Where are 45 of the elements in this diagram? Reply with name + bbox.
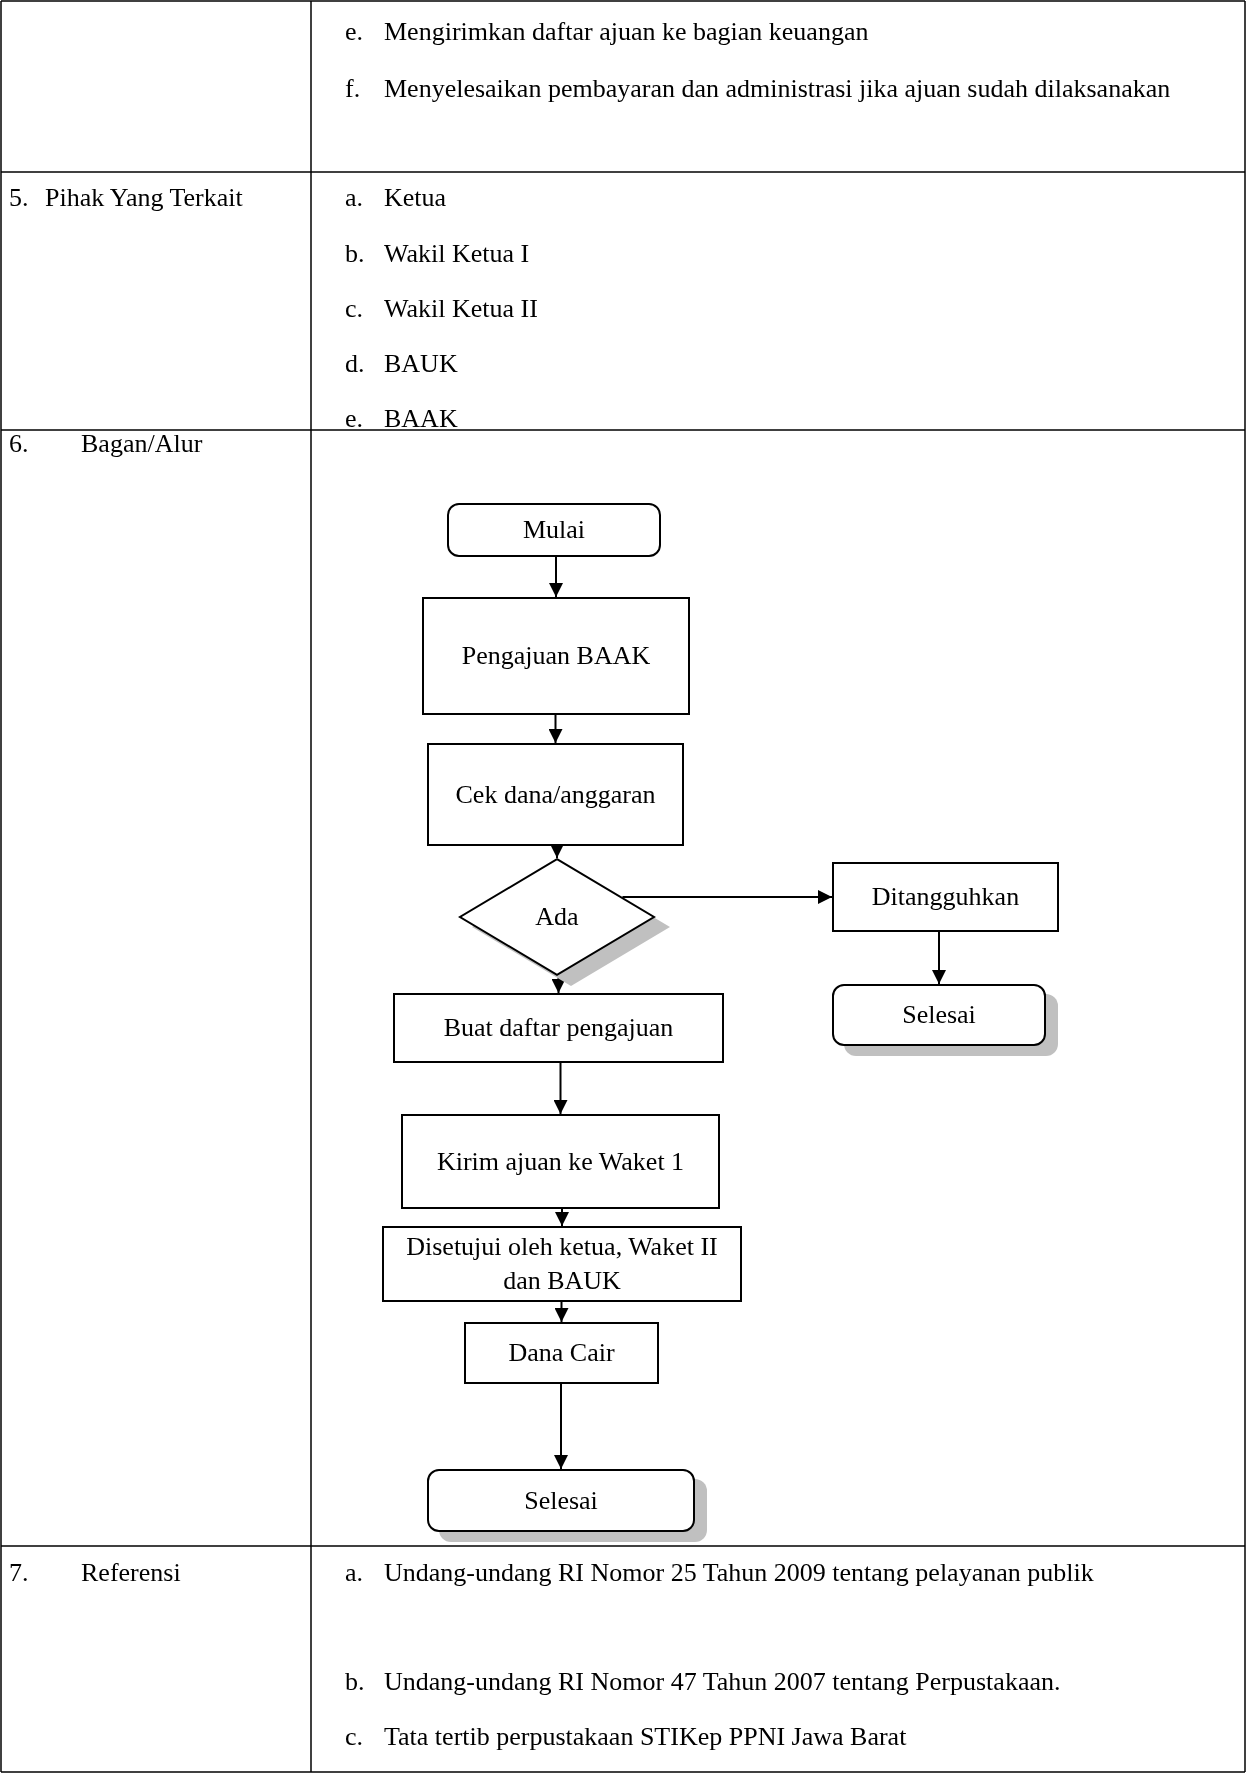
list-item-text: Undang-undang RI Nomor 47 Tahun 2007 tentang Perpustakaan. (384, 1666, 1062, 1698)
list-item-text: Menyelesaikan pembayaran dan administrasi jika ajuan sudah dilaksanakan (384, 73, 1172, 105)
list-marker: a. (345, 182, 365, 214)
process-box: Cek dana/anggaran (427, 743, 684, 846)
list-marker: e. (345, 16, 365, 48)
list-marker: b. (345, 238, 366, 270)
list-marker: b. (345, 1666, 366, 1698)
row-heading: Bagan/Alur (81, 428, 204, 460)
arrow (555, 1208, 569, 1227)
list-marker: a. (345, 1557, 365, 1589)
list-marker: c. (345, 1721, 365, 1753)
row-number: 5. (9, 182, 30, 214)
arrow (551, 975, 566, 994)
list-marker: d. (345, 348, 366, 380)
list-item-text: Undang-undang RI Nomor 25 Tahun 2009 tentang pelayanan publik (384, 1557, 1095, 1589)
arrow (554, 1383, 568, 1470)
arrow (550, 844, 564, 859)
list-item-text: BAUK (384, 348, 459, 380)
list-item-text: Mengirimkan daftar ajuan ke bagian keuangan (384, 16, 870, 48)
process-box: Dana Cair (464, 1322, 659, 1384)
list-item-text: Ketua (384, 182, 448, 214)
process-box: Disetujui oleh ketua, Waket II dan BAUK (382, 1226, 742, 1302)
process-box: Kirim ajuan ke Waket 1 (401, 1114, 720, 1209)
process-box: Ditangguhkan (832, 862, 1059, 932)
arrow (549, 556, 563, 598)
row-heading: Pihak Yang Terkait (45, 182, 244, 214)
list-marker: f. (345, 73, 362, 105)
start-terminal: Mulai (447, 503, 661, 557)
arrow (554, 1301, 569, 1323)
row-heading: Referensi (81, 1557, 182, 1589)
arrow (621, 890, 833, 904)
row-number: 6. (9, 428, 30, 460)
arrow (932, 931, 946, 985)
process-box: Buat daftar pengajuan (393, 993, 724, 1063)
decision-diamond: Ada (458, 858, 656, 976)
list-item-text: Wakil Ketua II (384, 293, 539, 325)
arrow (553, 1062, 568, 1115)
arrow (548, 714, 563, 744)
list-marker: c. (345, 293, 365, 325)
row-number: 7. (9, 1557, 30, 1589)
list-marker: e. (345, 403, 365, 435)
list-item-text: Tata tertib perpustakaan STIKep PPNI Jawa Barat (384, 1721, 908, 1753)
list-item-text: Wakil Ketua I (384, 238, 531, 270)
list-item-text: BAAK (384, 403, 459, 435)
process-box: Pengajuan BAAK (422, 597, 690, 715)
